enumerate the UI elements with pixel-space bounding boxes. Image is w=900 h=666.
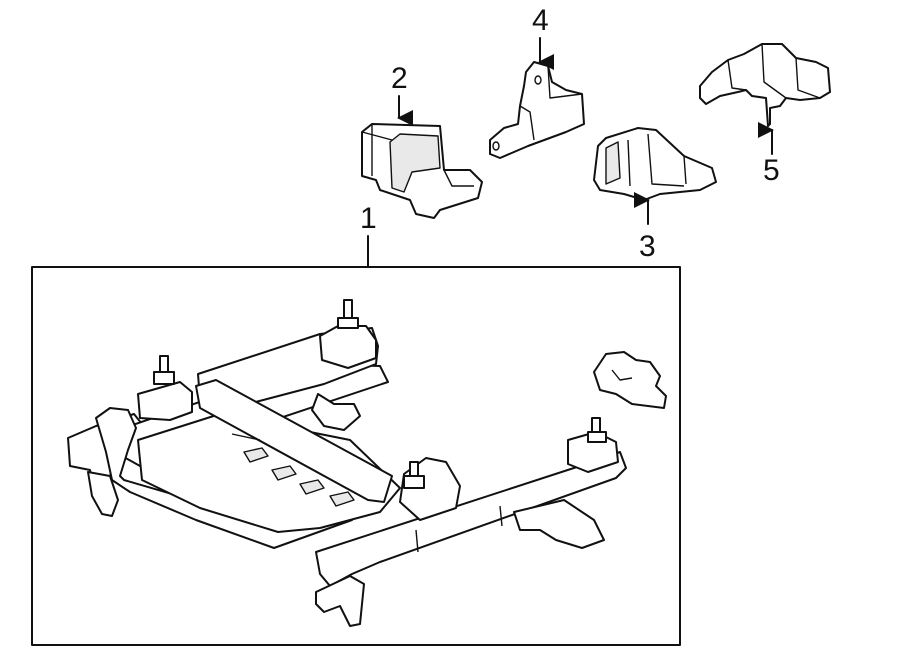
callout-2: 2: [391, 62, 408, 95]
callout-1: 1: [360, 202, 377, 235]
callout-3: 3: [639, 230, 656, 263]
seat-frame-part: [67, 299, 627, 627]
small-clip-part: [593, 351, 667, 409]
plate-part: [489, 61, 585, 159]
clip-part: [699, 43, 831, 127]
bracket-right-part: [593, 127, 717, 201]
frame-callout-box: [31, 266, 681, 646]
bracket-left-part: [361, 123, 483, 219]
callout-5: 5: [763, 154, 780, 187]
callout-4: 4: [532, 4, 549, 37]
